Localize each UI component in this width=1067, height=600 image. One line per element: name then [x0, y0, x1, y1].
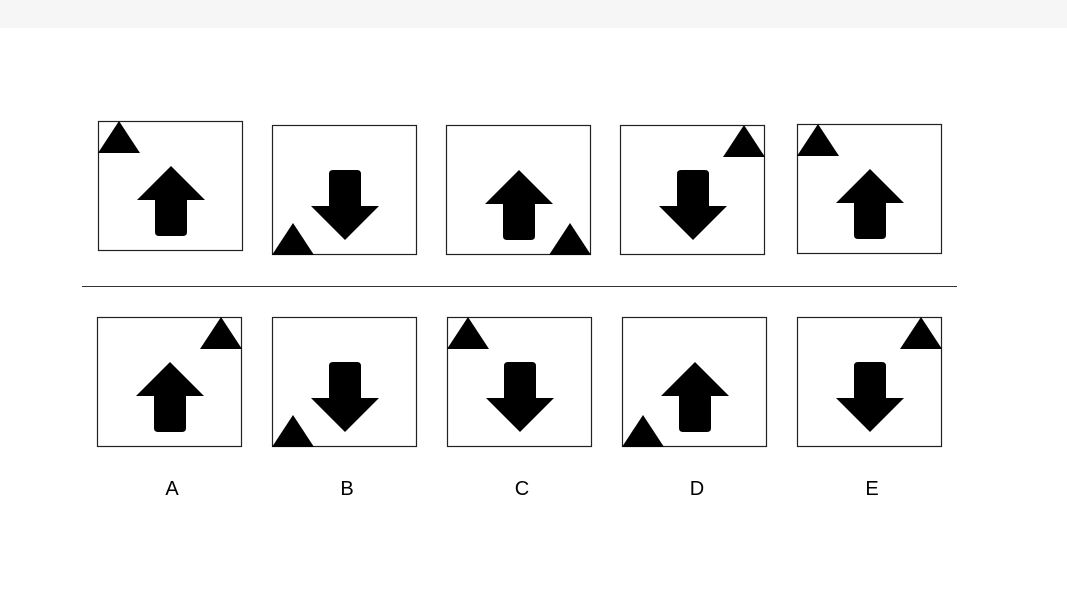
- panel-figure: [271, 316, 418, 448]
- option-panel-e[interactable]: [796, 316, 943, 448]
- arrow-down-icon: [311, 362, 379, 432]
- option-label-d[interactable]: D: [689, 478, 705, 500]
- corner-triangle-icon: [622, 415, 664, 447]
- option-label-a[interactable]: A: [165, 478, 179, 500]
- arrow-up-icon: [136, 362, 204, 432]
- option-panel-a[interactable]: [96, 316, 243, 448]
- corner-triangle-icon: [98, 121, 140, 153]
- panel-figure: [796, 316, 943, 448]
- corner-triangle-icon: [272, 223, 314, 255]
- arrow-down-icon: [486, 362, 554, 432]
- corner-triangle-icon: [900, 317, 942, 349]
- corner-triangle-icon: [797, 124, 839, 156]
- question-panel-5: [796, 123, 943, 255]
- corner-triangle-icon: [447, 317, 489, 349]
- row-divider: [82, 286, 957, 287]
- option-panel-b[interactable]: [271, 316, 418, 448]
- panel-figure: [446, 316, 593, 448]
- panel-figure: [97, 120, 244, 252]
- arrow-up-icon: [485, 170, 553, 240]
- panel-figure: [796, 123, 943, 255]
- panel-figure: [619, 124, 766, 256]
- question-panel-2: [271, 124, 418, 256]
- corner-triangle-icon: [549, 223, 591, 255]
- question-panel-4: [619, 124, 766, 256]
- corner-triangle-icon: [723, 125, 765, 157]
- option-label-b[interactable]: B: [340, 478, 354, 500]
- option-label-c[interactable]: C: [514, 478, 530, 500]
- panel-figure: [621, 316, 768, 448]
- top-strip: [0, 0, 1067, 28]
- arrow-up-icon: [661, 362, 729, 432]
- arrow-up-icon: [137, 166, 205, 236]
- option-label-e[interactable]: E: [865, 478, 879, 500]
- arrow-up-icon: [836, 169, 904, 239]
- panel-figure: [445, 124, 592, 256]
- panel-figure: [96, 316, 243, 448]
- corner-triangle-icon: [200, 317, 242, 349]
- option-panel-c[interactable]: [446, 316, 593, 448]
- option-panel-d[interactable]: [621, 316, 768, 448]
- question-panel-3: [445, 124, 592, 256]
- corner-triangle-icon: [272, 415, 314, 447]
- panel-figure: [271, 124, 418, 256]
- question-panel-1: [97, 120, 244, 252]
- arrow-down-icon: [659, 170, 727, 240]
- arrow-down-icon: [836, 362, 904, 432]
- arrow-down-icon: [311, 170, 379, 240]
